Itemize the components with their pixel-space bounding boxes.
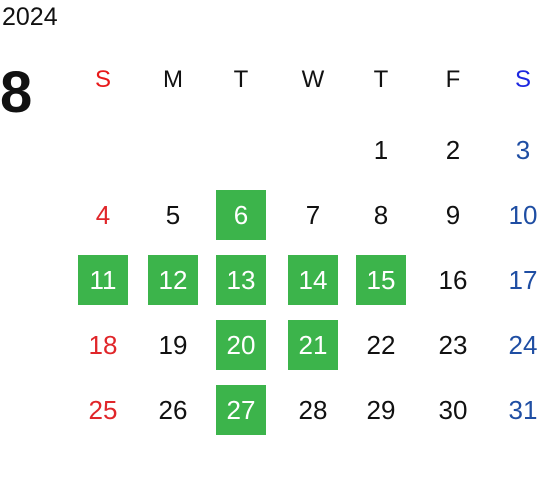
day-cell-30[interactable]: 30: [438, 395, 468, 425]
day-cell-18[interactable]: 18: [88, 330, 118, 360]
day-cell-2[interactable]: 2: [445, 135, 461, 165]
weekday-header-fri: F: [445, 66, 461, 93]
day-cell-31[interactable]: 31: [508, 395, 538, 425]
day-cell-28[interactable]: 28: [298, 395, 328, 425]
day-cell-10[interactable]: 10: [508, 200, 538, 230]
month-number: 8: [0, 60, 33, 125]
day-cell-25[interactable]: 25: [88, 395, 118, 425]
weekday-header-sat: S: [514, 66, 531, 93]
weekday-header-mon: M: [163, 66, 183, 93]
day-cell-13[interactable]: 13: [216, 255, 266, 305]
day-cell-6[interactable]: 6: [216, 190, 266, 240]
day-cell-9[interactable]: 9: [445, 200, 461, 230]
weekday-header-thu: T: [373, 66, 389, 93]
weekday-header-tue: T: [233, 66, 249, 93]
day-cell-4[interactable]: 4: [95, 200, 111, 230]
day-cell-24[interactable]: 24: [508, 330, 538, 360]
day-cell-23[interactable]: 23: [438, 330, 468, 360]
day-cell-22[interactable]: 22: [366, 330, 396, 360]
day-cell-14[interactable]: 14: [288, 255, 338, 305]
day-cell-16[interactable]: 16: [438, 265, 468, 295]
weekday-header-wed: W: [301, 66, 325, 93]
day-cell-15[interactable]: 15: [356, 255, 406, 305]
day-cell-29[interactable]: 29: [366, 395, 396, 425]
weekday-header-sun: S: [94, 66, 111, 93]
day-cell-26[interactable]: 26: [158, 395, 188, 425]
day-cell-8[interactable]: 8: [373, 200, 389, 230]
year-label: 2024: [2, 3, 58, 31]
day-cell-11[interactable]: 11: [78, 255, 128, 305]
day-cell-3[interactable]: 3: [515, 135, 531, 165]
day-cell-7[interactable]: 7: [305, 200, 321, 230]
day-cell-21[interactable]: 21: [288, 320, 338, 370]
day-cell-12[interactable]: 12: [148, 255, 198, 305]
day-cell-20[interactable]: 20: [216, 320, 266, 370]
day-cell-19[interactable]: 19: [158, 330, 188, 360]
day-cell-17[interactable]: 17: [508, 265, 538, 295]
day-cell-1[interactable]: 1: [373, 135, 389, 165]
day-cell-5[interactable]: 5: [165, 200, 181, 230]
day-cell-27[interactable]: 27: [216, 385, 266, 435]
